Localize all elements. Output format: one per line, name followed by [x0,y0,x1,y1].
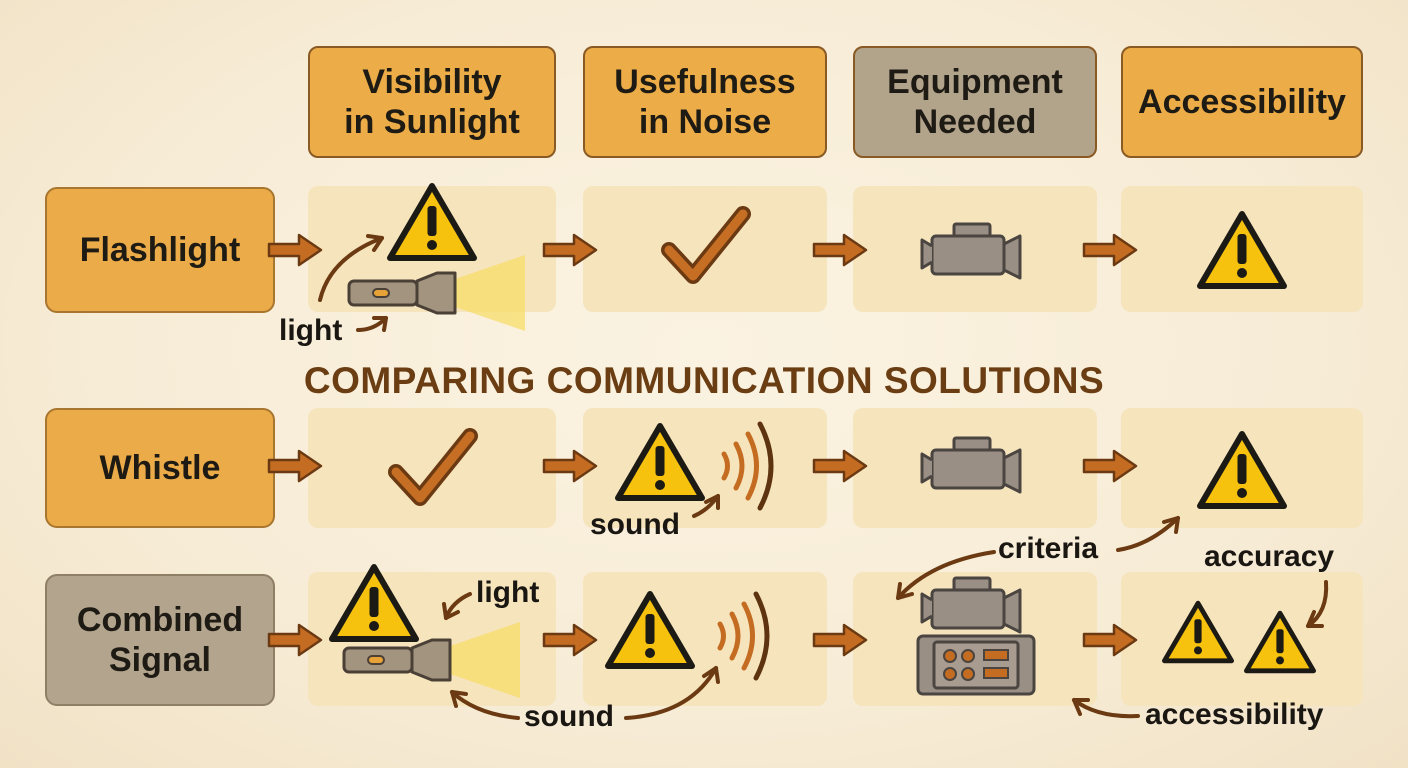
curved-arrow-icon [896,550,996,600]
row-label-flashlight: Flashlight [45,187,275,313]
camera-icon [920,576,1022,634]
column-header-line: Usefulness [614,63,796,101]
annotation-sound: sound [524,700,614,733]
checkmark-icon [396,436,470,498]
arrow-icon [1082,449,1138,483]
row-label-text: Whistle [99,449,221,487]
warning-icon [1164,603,1231,661]
annotation-accessibility: accessibility [1145,698,1324,731]
curved-arrow-icon [1116,516,1180,552]
curved-arrow-icon [318,236,384,302]
arrow-icon [812,623,868,657]
curved-arrow-icon [450,690,520,720]
arrow-icon [1082,623,1138,657]
annotation-accuracy: accuracy [1204,540,1335,573]
column-header-line: in Noise [638,103,772,141]
warning-icon [618,426,702,498]
arrow-icon [267,623,323,657]
warning-icon [390,186,474,258]
annotation-sound: sound [590,508,680,541]
warning-icon [1246,613,1313,671]
control-panel-icon [916,634,1036,696]
row-label-text: Signal [108,641,212,679]
arrow-icon [812,449,868,483]
warning-icon [1200,214,1284,286]
warning-icon [332,567,416,639]
camera-icon [920,222,1022,280]
sound-waves-icon [720,594,767,678]
sound-waves-icon [724,424,771,508]
camera-icon [920,436,1022,494]
column-header-line: Visibility [362,63,502,101]
arrow-icon [267,449,323,483]
checkmark-icon [669,214,743,276]
warning-icon [1200,434,1284,506]
annotation-light: light [476,576,540,609]
annotation-criteria: criteria [998,532,1099,565]
annotation-light: light [279,314,343,347]
cell-combined-accessibility [1121,572,1363,706]
arrow-icon [542,623,598,657]
column-header-accessibility: Accessibility [1121,46,1363,158]
arrow-icon [267,233,323,267]
arrow-icon [542,449,598,483]
curved-arrow-icon [1072,698,1140,719]
curved-arrow-icon [624,666,718,720]
row-label-whistle: Whistle [45,408,275,528]
diagram-title: COMPARING COMMUNICATION SOLUTIONS [303,360,1105,401]
column-header-line: in Sunlight [344,103,520,141]
row-label-text: Combined [76,601,244,639]
arrow-icon [812,233,868,267]
column-header-line: Accessibility [1138,83,1346,121]
warning-icon [608,594,692,666]
arrow-icon [1082,233,1138,267]
column-header-line: Needed [913,103,1037,141]
arrow-icon [542,233,598,267]
column-header-line: Equipment [887,63,1063,101]
row-label-text: Flashlight [79,231,241,269]
cell-whistle-visibility [308,408,556,528]
